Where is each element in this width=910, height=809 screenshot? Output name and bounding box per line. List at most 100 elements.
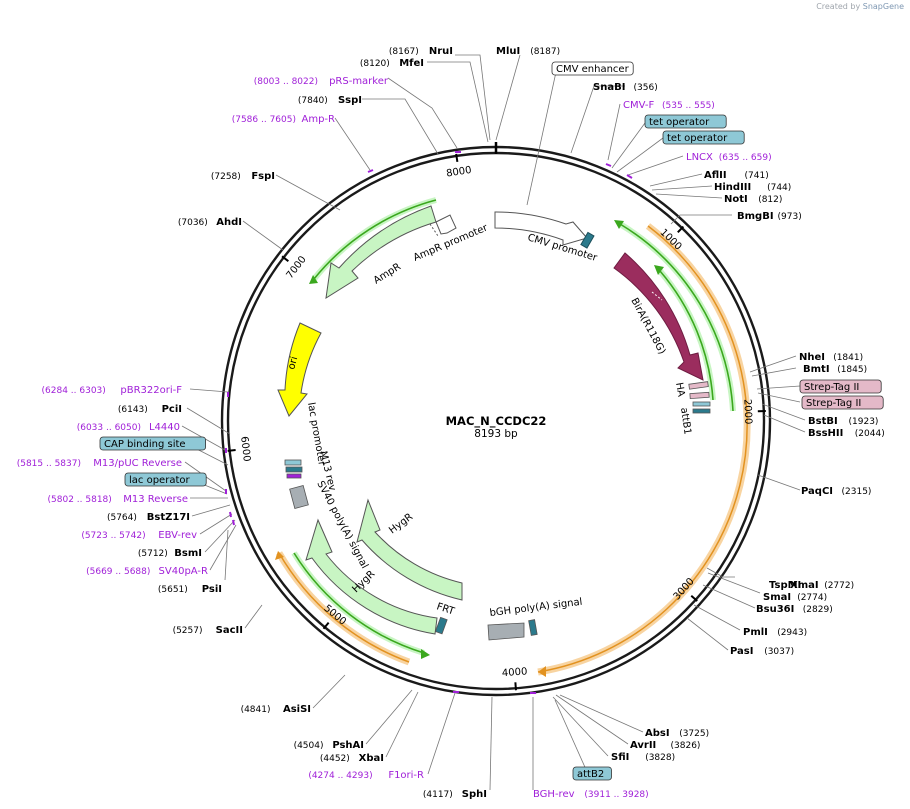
green-arc-inner-head (654, 265, 664, 275)
primer-cmv-f: CMV-F(535 .. 555) (623, 100, 715, 111)
green-arc-inner (659, 270, 714, 401)
primer-name: LNCX (686, 152, 713, 163)
green-arc-bottomleft-head (421, 649, 430, 659)
leader-smai (707, 572, 761, 594)
primer-mark-ebv (229, 511, 232, 518)
site-position: (1845) (837, 365, 867, 375)
leader-bsu36i (702, 584, 756, 609)
box-tet-operator: tet operator (644, 114, 727, 129)
site-position: (2315) (842, 487, 872, 497)
plasmid-size: 8193 bp (474, 428, 518, 440)
box-frame (572, 766, 612, 781)
site-position: (5764) (107, 513, 137, 523)
box-lac-operator: lac operator (124, 472, 207, 487)
orange-arc-right (537, 225, 748, 673)
site-asisi: AsiSI (4841) (241, 704, 311, 715)
site-position: (741) (745, 171, 769, 181)
ampr-promoter-arrow (435, 214, 457, 235)
site-absi: AbsI(3725) (645, 728, 709, 739)
site-position: (812) (758, 195, 782, 205)
orange-arc-right-head (538, 666, 546, 677)
snapgene-logo-text: SnapGene (862, 2, 904, 11)
site-avrii: AvrII(3826) (630, 740, 700, 751)
ori-label: ori (286, 355, 300, 370)
box-text: CMV enhancer (556, 64, 630, 75)
leader-cmvf (607, 103, 621, 161)
site-position: (4504) (294, 741, 324, 751)
restriction-sites: NruI(8167)MluI(8187)MfeI(8120)SnaBI(356)… (107, 46, 885, 800)
leader-strep1 (756, 385, 801, 390)
site-bstbi: BstBI(1923) (808, 416, 878, 427)
site-position: (2943) (777, 628, 807, 638)
cmv-promoter-arrow (494, 211, 588, 246)
site-mfei: MfeI(8120) (360, 58, 424, 69)
leader-noti (655, 193, 723, 199)
box-frame (662, 130, 745, 145)
site-position: (2829) (803, 605, 833, 615)
site-name: PmlI (743, 627, 768, 638)
site-position: (2774) (797, 593, 827, 603)
primer-range: (8003 .. 8022) (254, 77, 318, 87)
site-bsshii: BssHII(2044) (808, 428, 885, 439)
site-position: (1923) (849, 417, 879, 427)
box-text: lac operator (129, 475, 190, 486)
site-name: AhdI (216, 217, 242, 228)
primer-pbr322ori-f: pBR322ori-F(6284 .. 6303) (42, 385, 183, 396)
site-xbai: XbaI(4452) (320, 753, 384, 764)
leader-bsshii (763, 414, 806, 433)
primer-name: L4440 (149, 422, 180, 433)
ampr-label: AmpR (372, 261, 403, 286)
sv40-marker (289, 485, 309, 509)
site-name: AsiSI (283, 704, 311, 715)
site-name: NruI (429, 46, 453, 57)
site-ahdi: AhdI(7036) (178, 217, 242, 228)
frt-marker (434, 616, 448, 635)
snapgene-credit: Created by SnapGene (816, 2, 904, 11)
site-position: (6143) (118, 405, 148, 415)
leader-nhei (749, 355, 797, 373)
site-name: PsiI (202, 584, 222, 595)
ruler-tick-2 (690, 594, 698, 602)
attb1-label: attB1 (678, 407, 693, 435)
green-arc-outer-head (614, 220, 624, 229)
inner-features (277, 205, 711, 641)
site-position: (744) (767, 183, 791, 193)
site-position: (3725) (679, 729, 709, 739)
site-name: PaqCI (801, 486, 833, 497)
site-name: SphI (462, 789, 487, 800)
leader-sphi (489, 696, 493, 791)
box-cap-binding-site: CAP binding site (99, 436, 206, 451)
site-psii: PsiI(5651) (158, 584, 222, 595)
site-name: PciI (162, 404, 182, 415)
leader-sspi (362, 98, 439, 155)
site-position: (8187) (530, 47, 560, 57)
ampr-dashed-mark (429, 223, 439, 237)
orange-arc-left-head (275, 551, 284, 560)
primer-name: SV40pA-R (159, 566, 208, 577)
primer-ebv-rev: EBV-rev(5723 .. 5742) (81, 530, 197, 541)
site-position: (3826) (671, 741, 701, 751)
site-aflii: AflII(741) (704, 170, 769, 181)
green-feature-tracks (291, 197, 736, 659)
site-smai: SmaI(2774) (763, 592, 827, 603)
site-name: Bsu36I (756, 604, 794, 615)
site-position: (2044) (855, 429, 885, 439)
ha-label: HA (673, 382, 686, 398)
site-name: NheI (799, 352, 825, 363)
leader-nrui (455, 54, 491, 141)
site-name: SspI (338, 95, 362, 106)
site-position: (1841) (833, 353, 863, 363)
box-frame (801, 395, 884, 410)
bgh-marker (487, 622, 525, 641)
primer-range: (5669 .. 5688) (86, 567, 150, 577)
leader-ebv (199, 513, 233, 535)
site-bmgbi: BmgBI(973) (737, 211, 802, 222)
site-position: (356) (634, 83, 658, 93)
site-pmli: PmlI (2943) (743, 627, 807, 638)
primer-name: pBR322ori-F (120, 385, 182, 396)
site-position: (4841) (241, 705, 271, 715)
site-name: BmtI (803, 364, 830, 375)
ruler-tick-4 (322, 621, 330, 630)
primer-l4440: L4440(6033 .. 6050) (77, 422, 180, 433)
primer-range: (5723 .. 5742) (81, 531, 145, 541)
